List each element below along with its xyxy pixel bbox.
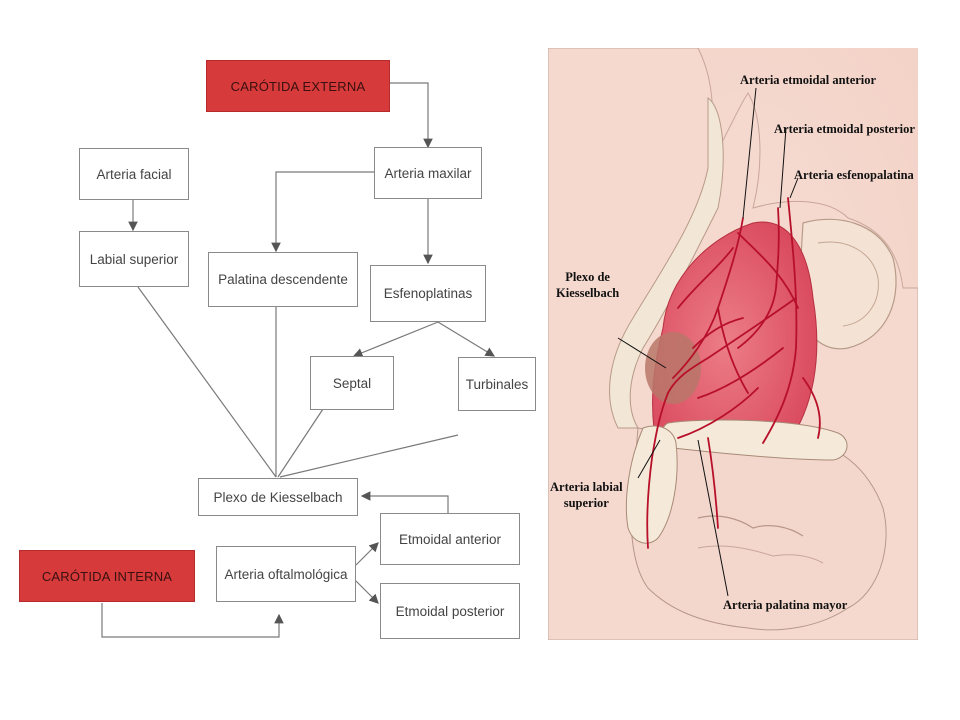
node-septal: Septal <box>310 356 394 410</box>
node-etmoidal-anterior: Etmoidal anterior <box>380 513 520 565</box>
nasal-anatomy-illustration: Arteria etmoidal anterior Arteria etmoid… <box>548 48 918 640</box>
flowchart: CARÓTIDA EXTERNA Arteria facial Arteria … <box>18 55 548 643</box>
node-carotida-interna: CARÓTIDA INTERNA <box>19 550 195 602</box>
node-palatina-descendente: Palatina descendente <box>208 252 358 307</box>
nasal-cavity-drawing <box>548 48 918 640</box>
node-esfenoplatinas: Esfenoplatinas <box>370 265 486 322</box>
label-arteria-labial-superior: Arteria labial superior <box>550 480 623 511</box>
label-plexo-line1: Plexo de <box>565 270 610 284</box>
label-labial-line2: superior <box>563 495 609 510</box>
node-etmoidal-posterior: Etmoidal posterior <box>380 583 520 639</box>
node-carotida-externa: CARÓTIDA EXTERNA <box>206 60 390 112</box>
label-plexo-line2: Kiesselbach <box>556 285 620 300</box>
label-labial-line1: Arteria labial <box>550 480 623 494</box>
node-labial-superior: Labial superior <box>79 231 189 287</box>
label-arteria-etmoidal-anterior: Arteria etmoidal anterior <box>740 73 877 87</box>
label-plexo-kiesselbach: Plexo de Kiesselbach <box>556 270 619 301</box>
label-arteria-esfenopalatina: Arteria esfenopalatina <box>794 168 914 182</box>
flowchart-connectors <box>101 82 496 638</box>
label-arteria-etmoidal-posterior: Arteria etmoidal posterior <box>774 122 915 136</box>
node-arteria-maxilar: Arteria maxilar <box>374 147 482 199</box>
node-plexo-kiesselbach: Plexo de Kiesselbach <box>198 478 358 516</box>
node-arteria-oftalmologica: Arteria oftalmológica <box>216 546 356 602</box>
label-arteria-palatina-mayor: Arteria palatina mayor <box>723 598 848 612</box>
node-arteria-facial: Arteria facial <box>79 148 189 200</box>
node-turbinales: Turbinales <box>458 357 536 411</box>
